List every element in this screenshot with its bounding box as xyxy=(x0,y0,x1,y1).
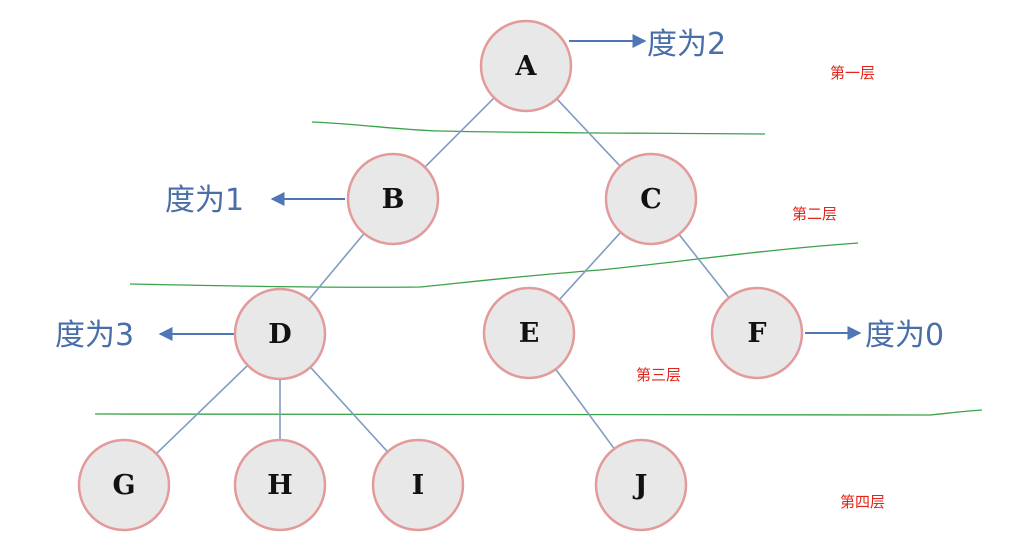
level-label-3: 第三层 xyxy=(636,366,681,384)
edge-a-c xyxy=(556,98,621,167)
edge-e-j xyxy=(555,368,615,450)
edge-c-e xyxy=(558,231,622,301)
level-labels: 第一层 第二层 第三层 第四层 xyxy=(636,64,885,511)
node-label-e: E xyxy=(519,318,540,349)
node-c: C xyxy=(604,152,698,246)
node-label-b: B xyxy=(382,184,405,215)
node-circle-h xyxy=(233,438,327,532)
node-circle-a xyxy=(479,19,573,113)
degree-label-b: 度为1 xyxy=(165,183,244,218)
degree-arrows xyxy=(158,34,862,341)
degree-label-f: 度为0 xyxy=(865,318,944,353)
node-e: E xyxy=(482,286,576,380)
node-circle-d xyxy=(233,287,327,381)
node-circle-g xyxy=(77,438,171,532)
node-f: F xyxy=(710,286,804,380)
level-label-1: 第一层 xyxy=(830,64,875,82)
node-a: A xyxy=(479,19,573,113)
edge-d-i xyxy=(309,366,389,453)
node-circle-b xyxy=(346,152,440,246)
node-circle-e xyxy=(482,286,576,380)
edge-b-d xyxy=(308,232,365,301)
node-label-g: G xyxy=(112,470,135,501)
node-circle-i xyxy=(371,438,465,532)
node-h: H xyxy=(233,438,327,532)
node-circle-f xyxy=(710,286,804,380)
node-label-h: H xyxy=(267,470,293,501)
edge-a-b xyxy=(424,97,495,168)
node-circle-j xyxy=(594,438,688,532)
node-label-f: F xyxy=(747,318,766,349)
level-label-2: 第二层 xyxy=(792,205,837,223)
node-label-d: D xyxy=(268,319,291,350)
edges xyxy=(155,97,730,455)
level-label-4: 第四层 xyxy=(840,493,885,511)
edge-d-g xyxy=(155,364,249,455)
separator-line-1 xyxy=(311,121,766,135)
edge-c-f xyxy=(678,233,730,299)
node-label-c: C xyxy=(640,184,662,215)
node-label-j: J xyxy=(633,470,648,501)
node-b: B xyxy=(346,152,440,246)
node-i: I xyxy=(371,438,465,532)
node-circle-c xyxy=(604,152,698,246)
separator-line-2 xyxy=(129,242,859,288)
node-g: G xyxy=(77,438,171,532)
node-j: J xyxy=(594,438,688,532)
degree-label-a: 度为2 xyxy=(647,27,726,62)
node-d: D xyxy=(233,287,327,381)
degree-labels: 度为2 度为1 度为3 度为0 xyxy=(55,27,944,353)
node-label-i: I xyxy=(412,470,425,501)
node-label-a: A xyxy=(515,51,538,82)
separator-line-3 xyxy=(94,409,983,417)
degree-label-d: 度为3 xyxy=(55,318,134,353)
nodes: A B C D E F G H I J xyxy=(77,19,804,532)
